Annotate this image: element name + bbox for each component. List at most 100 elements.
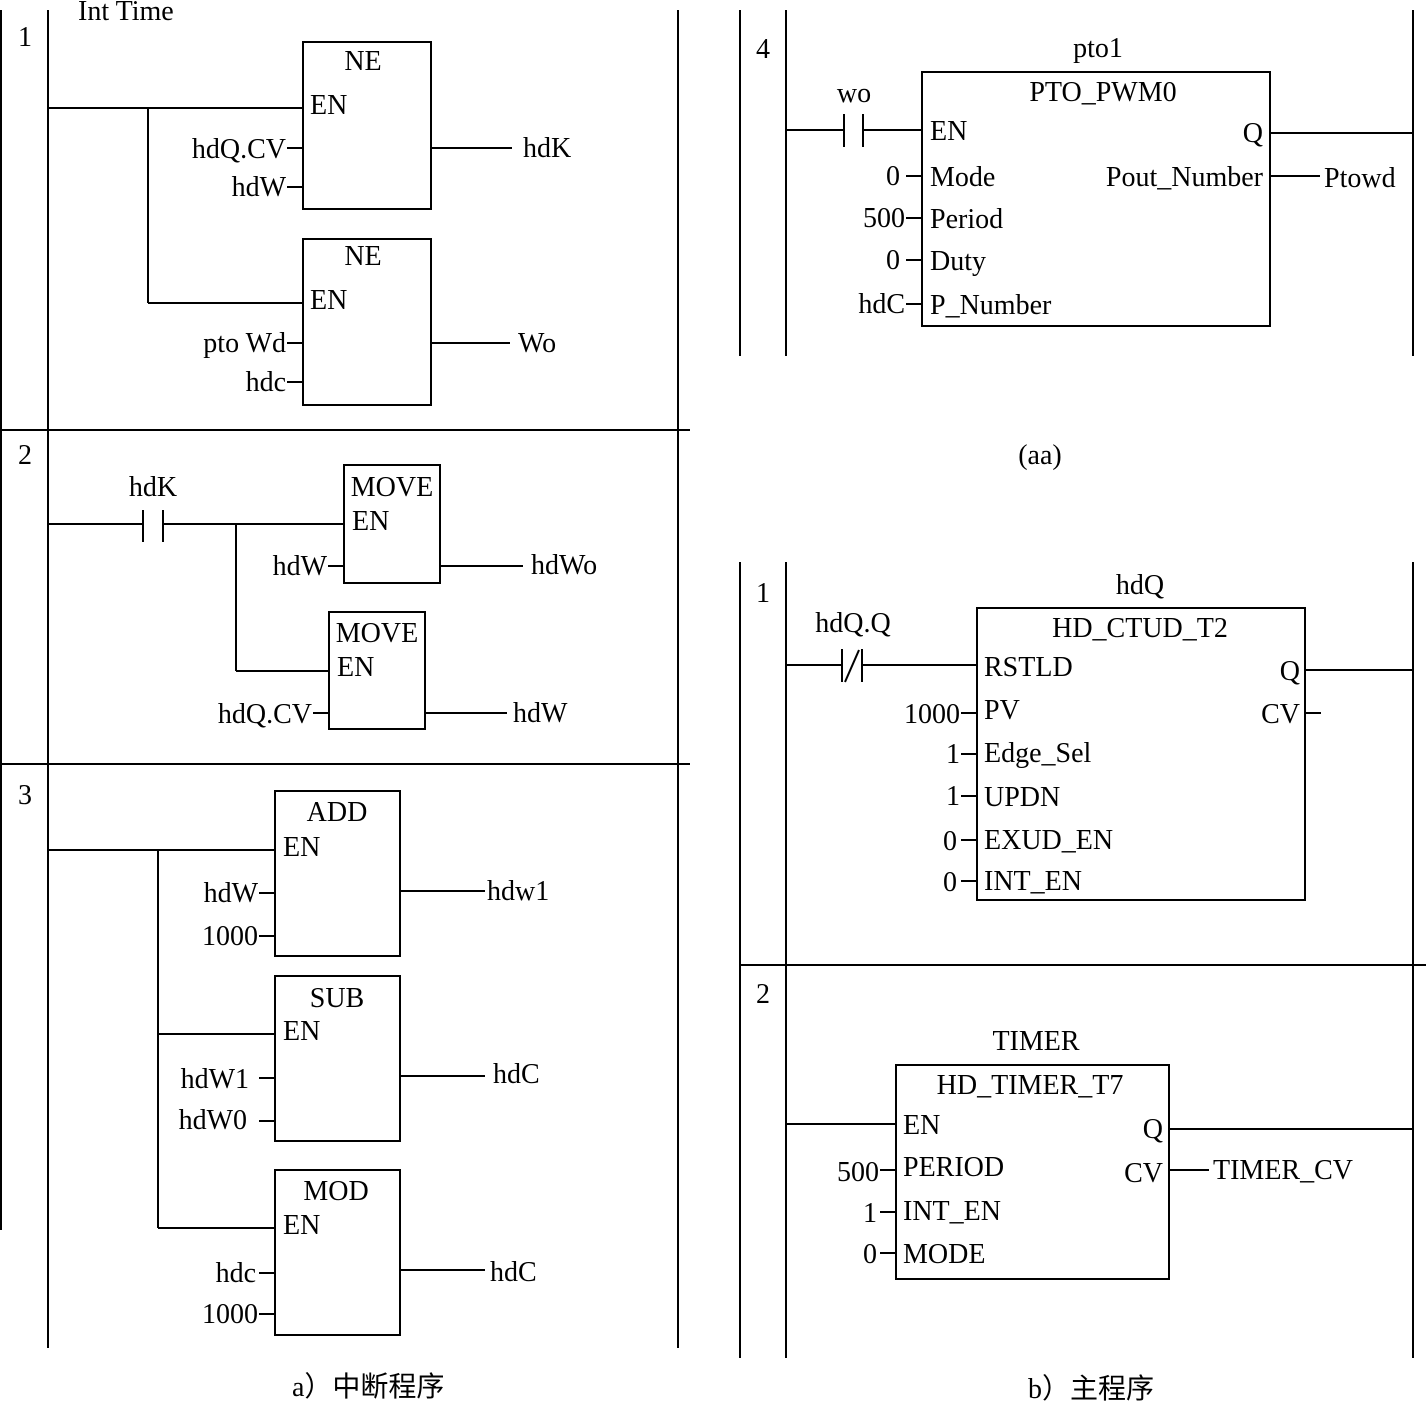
en-pin-label: EN: [283, 1016, 320, 1047]
function-block-box: [921, 71, 1271, 327]
pin-label: INT_EN: [903, 1196, 1001, 1227]
move-block-2: MOVE EN hdQ.CV hdW: [218, 611, 568, 730]
input-operand: 1000: [202, 1299, 258, 1330]
output-operand: hdK: [523, 133, 571, 164]
function-block-box: [302, 238, 432, 406]
function-block-box: [343, 464, 441, 584]
contact-operand: wo: [837, 78, 871, 109]
output-operand: hdw1: [487, 876, 549, 907]
output-operand: hdC: [493, 1059, 540, 1090]
input-operand: hdc: [246, 367, 286, 398]
figure-caption-aa: (aa): [1018, 440, 1062, 471]
output-pin-label: Q: [1243, 118, 1263, 149]
function-block-box: [274, 790, 401, 957]
input-operand: 0: [943, 867, 957, 898]
input-operand: hdW: [204, 878, 259, 909]
block-type-label: PTO_PWM0: [1029, 77, 1176, 108]
input-operand: hdW1: [181, 1064, 249, 1095]
pin-label: Edge_Sel: [984, 738, 1092, 769]
pin-label: RSTLD: [984, 652, 1073, 683]
input-operand: 0: [943, 826, 957, 857]
network-number: 2: [756, 979, 770, 1010]
output-operand: Ptowd: [1324, 163, 1396, 194]
input-operand: 0: [886, 161, 900, 192]
block-type-label: MOD: [303, 1176, 368, 1207]
hd-timer-t7-block: HD_TIMER_T7 EN PERIOD INT_EN MODE 500 1 …: [837, 1064, 1413, 1280]
input-operand: hdC: [858, 289, 905, 320]
block-type-label: NE: [344, 46, 381, 77]
pin-label: EN: [930, 116, 967, 147]
output-operand: hdC: [490, 1257, 537, 1288]
input-operand: 0: [863, 1239, 877, 1270]
network-number: 4: [756, 34, 770, 65]
input-operand: hdQ.CV: [218, 699, 312, 730]
function-block-box: [328, 611, 426, 730]
network-1: 1 Int Time NE EN hdQ.CV hdW hdK NE EN: [18, 0, 571, 406]
instance-name: pto1: [1073, 33, 1123, 64]
no-contact-wo: wo: [786, 78, 922, 147]
hd-ctud-t2-block: HD_CTUD_T2 RSTLD PV Edge_Sel UPDN EXUD_E…: [904, 607, 1413, 901]
figure-caption-a: a）中断程序: [292, 1371, 444, 1403]
no-contact-hdK: hdK: [48, 472, 344, 542]
en-pin-label: EN: [310, 285, 347, 316]
input-operand: 1000: [202, 921, 258, 952]
pin-label: PV: [984, 695, 1020, 726]
figure-caption-b: b）主程序: [1028, 1373, 1154, 1405]
sub-block: SUB EN hdW1 hdW0 hdC: [179, 975, 540, 1142]
input-operand: hdQ.CV: [192, 134, 286, 165]
pin-label: Mode: [930, 162, 995, 193]
input-operand: hdc: [216, 1258, 256, 1289]
function-block-box: [274, 1169, 401, 1336]
instance-name: TIMER: [992, 1026, 1079, 1057]
function-block-box: [274, 975, 401, 1142]
input-operand: 500: [837, 1157, 879, 1188]
output-pin-label: Q: [1280, 656, 1300, 687]
pin-label: P_Number: [930, 290, 1052, 321]
output-pin-label: Pout_Number: [1106, 162, 1264, 193]
mod-block: MOD EN hdc 1000 hdC: [202, 1169, 537, 1336]
output-operand: Wo: [518, 328, 556, 359]
output-operand: TIMER_CV: [1213, 1155, 1353, 1186]
network-header: Int Time: [78, 0, 174, 27]
en-pin-label: EN: [283, 832, 320, 863]
main-program-panel: 1 hdQ hdQ.Q HD_CTUD_T2 RSTLD PV Edge_Sel…: [739, 562, 1426, 1405]
output-operand: hdWo: [531, 550, 597, 581]
contact-operand: hdQ.Q: [815, 608, 890, 639]
add-block: ADD EN hdW 1000 hdw1: [202, 790, 549, 957]
network-number: 2: [18, 440, 32, 471]
function-block-box: [976, 607, 1306, 901]
pto-network-panel: 4 pto1 wo PTO_PWM0 EN Mode Period Duty P…: [739, 10, 1414, 471]
main-network-2: 2 TIMER HD_TIMER_T7 EN PERIOD INT_EN MOD…: [756, 979, 1413, 1280]
pin-label: UPDN: [984, 782, 1060, 813]
nc-contact-hdQ-Q: hdQ.Q: [786, 608, 977, 683]
ne-block-1: NE EN hdQ.CV hdW hdK: [192, 41, 571, 210]
block-type-label: MOVE: [351, 472, 433, 503]
pin-label: MODE: [903, 1239, 985, 1270]
function-block-box: [302, 41, 432, 210]
main-network-1: 1 hdQ hdQ.Q HD_CTUD_T2 RSTLD PV Edge_Sel…: [756, 570, 1413, 901]
block-type-label: HD_CTUD_T2: [1052, 613, 1228, 644]
input-operand: 1: [946, 781, 960, 812]
en-pin-label: EN: [310, 90, 347, 121]
input-operand: 1: [863, 1198, 877, 1229]
input-operand: 1: [946, 739, 960, 770]
en-pin-label: EN: [337, 652, 374, 683]
input-operand: 1000: [904, 699, 960, 730]
pto-pwm0-block: PTO_PWM0 EN Mode Period Duty P_Number 0 …: [858, 71, 1413, 327]
input-operand: hdW: [273, 551, 328, 582]
block-type-label: SUB: [310, 983, 364, 1014]
output-pin-label: CV: [1261, 699, 1300, 730]
input-operand: hdW: [232, 172, 287, 203]
input-operand: pto Wd: [203, 328, 286, 359]
output-pin-label: CV: [1124, 1158, 1163, 1189]
block-type-label: ADD: [307, 797, 368, 828]
move-block-1: MOVE EN hdW hdWo: [273, 464, 597, 584]
en-pin-label: EN: [283, 1210, 320, 1241]
pin-label: INT_EN: [984, 866, 1082, 897]
ne-block-2: NE EN pto Wd hdc Wo: [203, 238, 556, 406]
network-3: 3 ADD EN hdW 1000 hdw1 SUB EN: [18, 780, 549, 1336]
pin-label: Period: [930, 204, 1003, 235]
network-2: 2 hdK MOVE EN hdW hdWo MOVE: [18, 440, 597, 730]
input-operand: hdW0: [179, 1105, 247, 1136]
